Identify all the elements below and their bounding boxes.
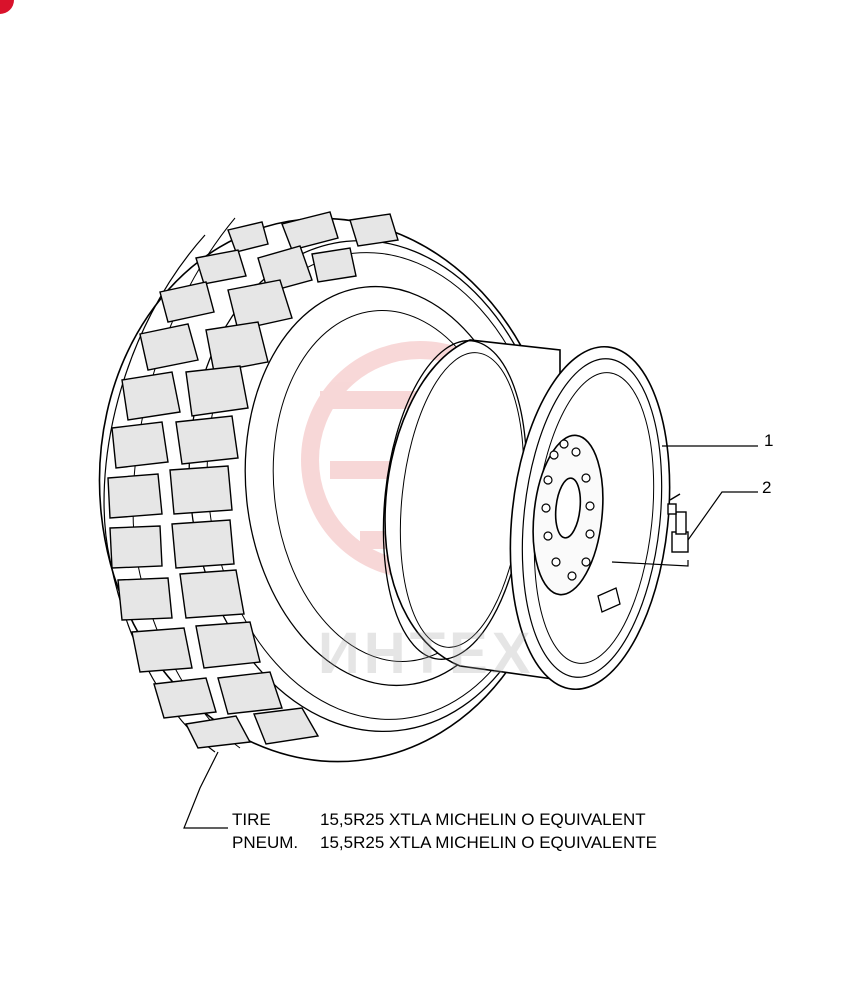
tread-lug bbox=[169, 465, 233, 515]
bolt-hole bbox=[581, 557, 591, 567]
bolt-hole bbox=[551, 557, 561, 567]
leader-line-2-b bbox=[687, 491, 758, 541]
rim-center-bore bbox=[554, 477, 582, 539]
legend-row-es: PNEUM. 15,5R25 XTLA MICHELIN O EQUIVALENT… bbox=[232, 831, 657, 854]
tread-lug bbox=[131, 627, 193, 673]
bolt-hole bbox=[559, 439, 569, 449]
tread-lug bbox=[121, 371, 181, 421]
tread-lug bbox=[159, 281, 215, 323]
tread-lug bbox=[205, 321, 269, 373]
bolt-hole bbox=[541, 503, 551, 513]
tread-lug bbox=[227, 279, 293, 331]
tread-lug bbox=[281, 211, 339, 251]
tread-lug bbox=[227, 221, 269, 253]
valve-slot bbox=[597, 587, 621, 613]
callout-2: 2 bbox=[762, 478, 772, 497]
bolt-hole bbox=[543, 475, 553, 485]
tread-lug bbox=[109, 525, 163, 569]
tread-lug bbox=[195, 621, 261, 669]
watermark-text: ИНТЕХ bbox=[318, 621, 535, 686]
tread-lug bbox=[117, 577, 173, 621]
tread-lug bbox=[349, 213, 399, 247]
bolt-hole bbox=[543, 531, 553, 541]
tread-lug bbox=[195, 249, 247, 285]
callout-1: 1 bbox=[764, 431, 774, 450]
tread-lug bbox=[257, 245, 313, 293]
tread-lug bbox=[184, 715, 252, 749]
wheel-rim bbox=[382, 339, 671, 691]
leader-lines bbox=[183, 445, 758, 829]
valve-stem bbox=[667, 493, 689, 553]
tread-lug bbox=[175, 415, 239, 465]
bolt-hole bbox=[571, 447, 581, 457]
rim-bolt-holes bbox=[541, 439, 595, 581]
tread-lug bbox=[217, 671, 283, 715]
legend-code: TIRE bbox=[232, 810, 271, 829]
legend-code: PNEUM. bbox=[232, 833, 299, 852]
tire-legend: TIRE 15,5R25 XTLA MICHELIN O EQUIVALENT P… bbox=[232, 808, 657, 854]
bolt-hole bbox=[549, 450, 559, 460]
tread-lug bbox=[153, 677, 217, 719]
legend-text: 15,5R25 XTLA MICHELIN O EQUIVALENTE bbox=[320, 833, 657, 852]
tread-lug bbox=[311, 247, 357, 283]
tire-tread-lugs bbox=[107, 211, 399, 749]
tread-lug bbox=[111, 421, 169, 469]
bolt-hole bbox=[585, 529, 595, 539]
tread-lug bbox=[185, 365, 249, 417]
tread-lug bbox=[107, 473, 163, 519]
bolt-hole bbox=[585, 501, 595, 511]
leader-line-2-a bbox=[611, 560, 689, 567]
bolt-hole bbox=[567, 571, 577, 581]
leader-line-tire bbox=[183, 751, 228, 829]
bolt-hole bbox=[581, 473, 591, 483]
legend-row-en: TIRE 15,5R25 XTLA MICHELIN O EQUIVALENT bbox=[232, 808, 657, 831]
tread-lug bbox=[171, 519, 235, 569]
valve-body bbox=[671, 531, 689, 553]
tread-lug bbox=[139, 323, 199, 371]
tread-lug bbox=[253, 707, 320, 745]
legend-text: 15,5R25 XTLA MICHELIN O EQUIVALENT bbox=[320, 810, 646, 829]
tread-lug bbox=[179, 569, 245, 619]
